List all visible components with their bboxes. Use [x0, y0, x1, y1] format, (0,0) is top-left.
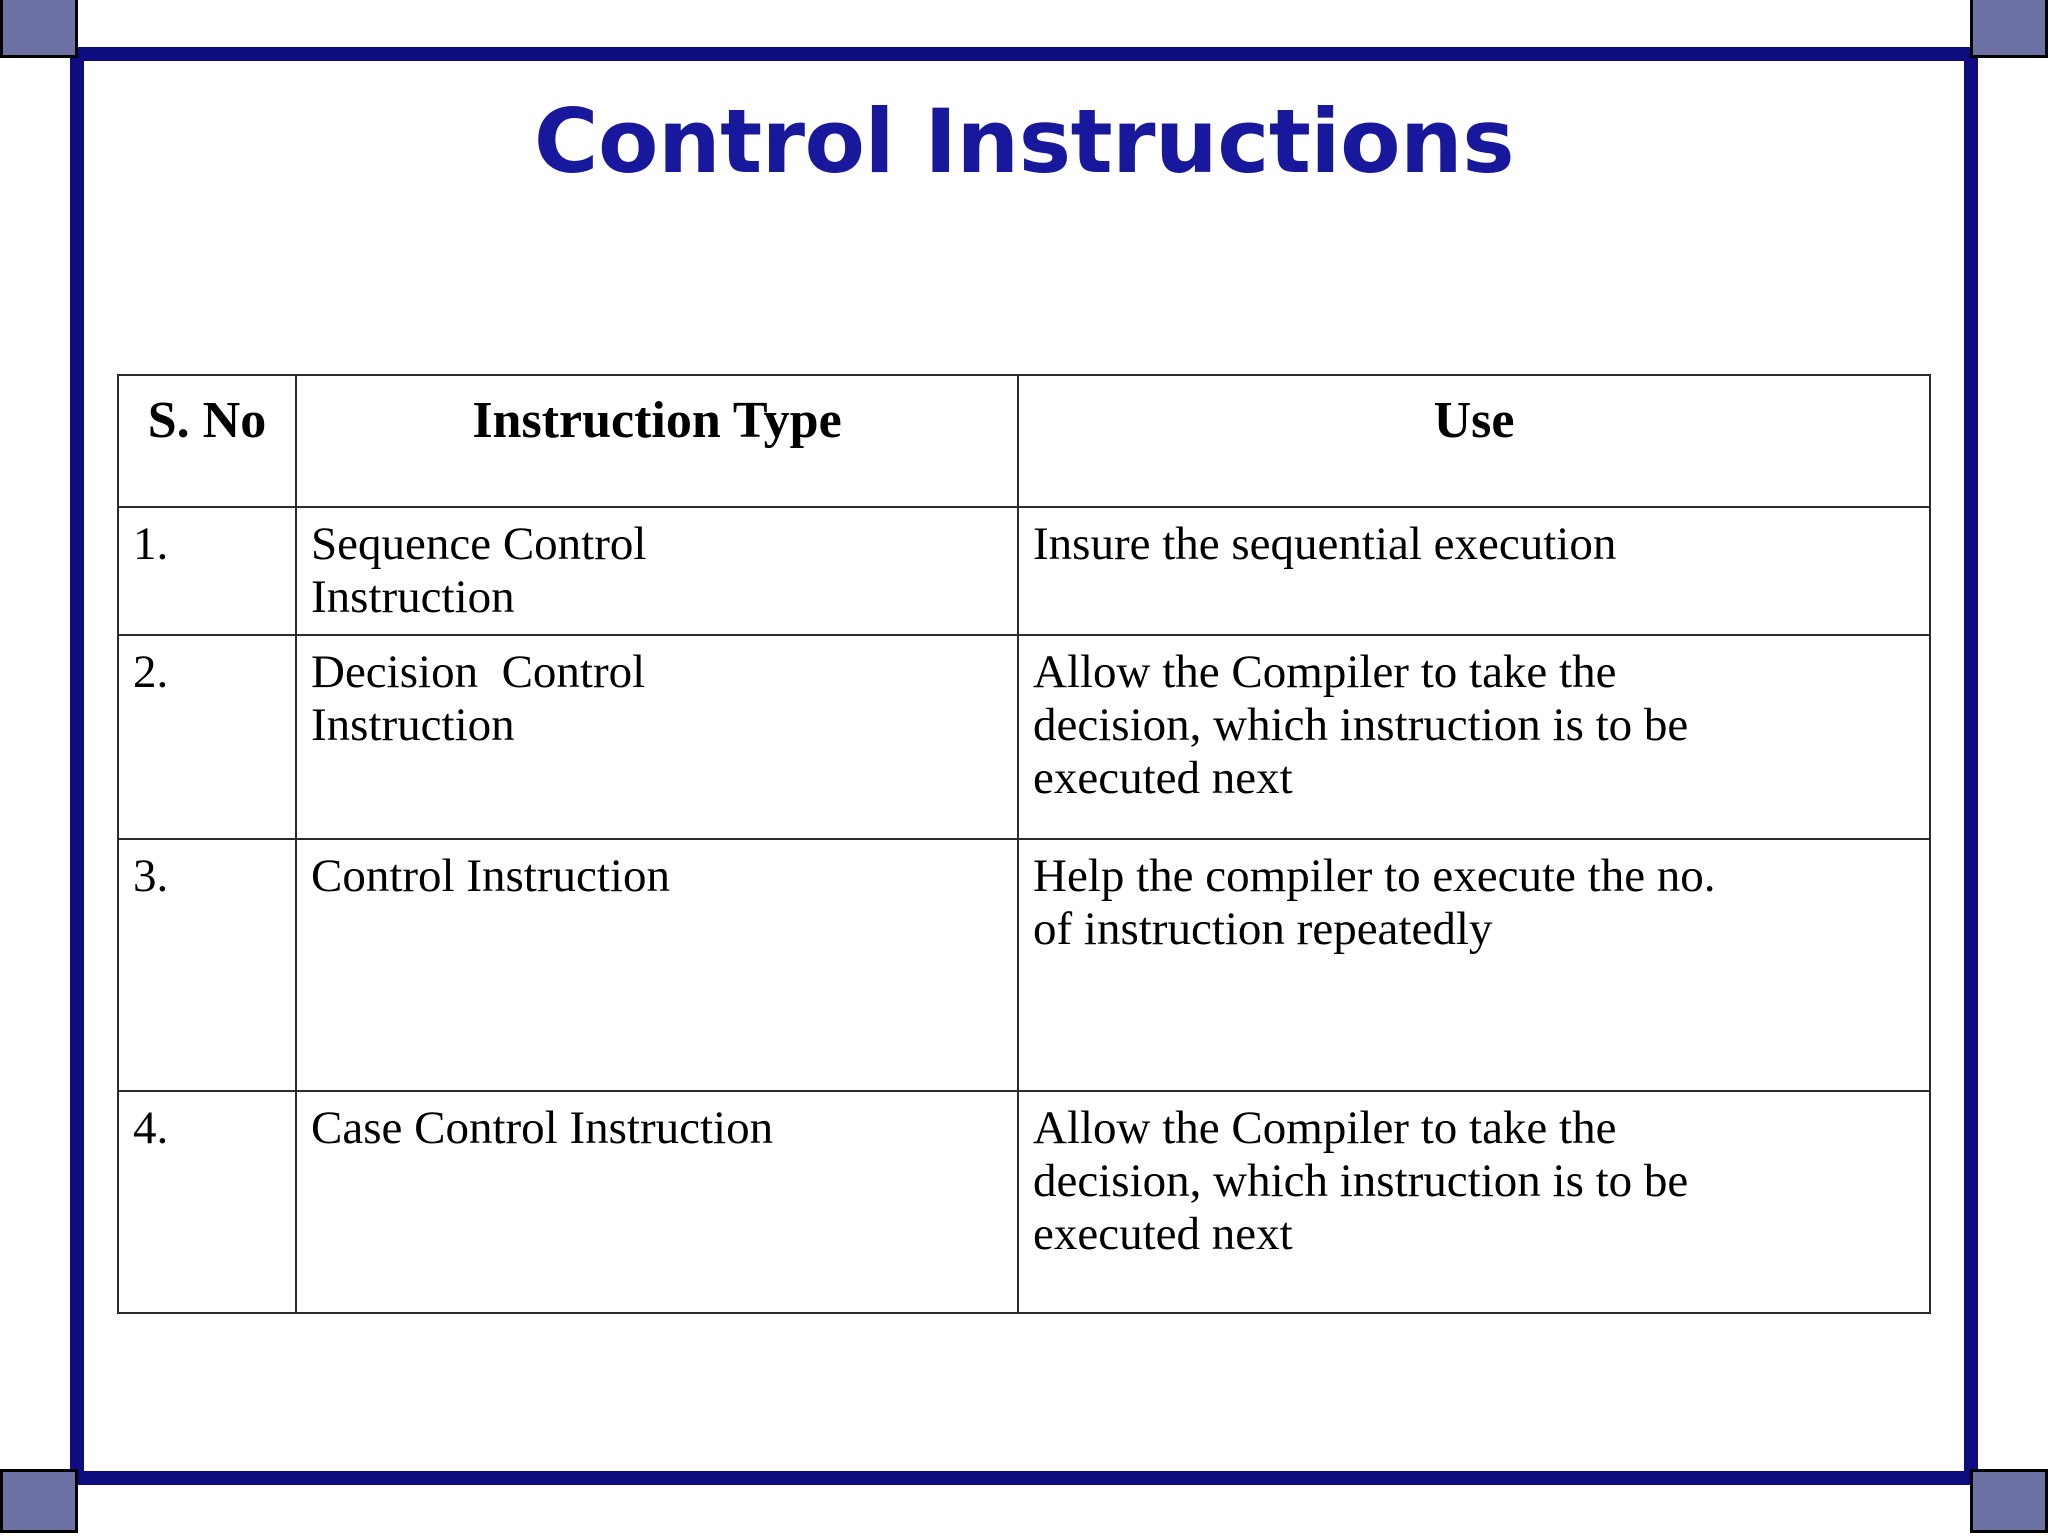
cell-sno: 4.: [117, 1090, 297, 1315]
frame-bar-left: [70, 47, 84, 1485]
column-header-use: Use: [1017, 374, 1931, 508]
control-instructions-table: S. No Instruction Type Use 1. Sequence C…: [117, 374, 1931, 1315]
cell-sno: 1.: [117, 505, 297, 637]
table-header-row: S. No Instruction Type Use: [117, 374, 1931, 508]
table-row: 3. Control Instruction Help the compiler…: [117, 838, 1931, 1093]
cell-use: Help the compiler to execute the no. of …: [1017, 838, 1931, 1093]
table-row: 4. Case Control Instruction Allow the Co…: [117, 1090, 1931, 1315]
corner-square-bottom-left: [0, 1469, 78, 1533]
corner-square-top-left: [0, 0, 78, 58]
frame-bar-bottom: [70, 1471, 1978, 1485]
cell-use: Allow the Compiler to take the decision,…: [1017, 634, 1931, 841]
cell-sno: 3.: [117, 838, 297, 1093]
cell-type: Decision Control Instruction: [295, 634, 1019, 841]
cell-type: Case Control Instruction: [295, 1090, 1019, 1315]
corner-square-top-right: [1970, 0, 2048, 58]
cell-use: Insure the sequential execution: [1017, 505, 1931, 637]
cell-sno: 2.: [117, 634, 297, 841]
table-row: 1. Sequence Control Instruction Insure t…: [117, 505, 1931, 637]
cell-type: Sequence Control Instruction: [295, 505, 1019, 637]
column-header-sno: S. No: [117, 374, 297, 508]
frame-bar-top: [70, 47, 1978, 61]
frame-bar-right: [1964, 47, 1978, 1485]
cell-use: Allow the Compiler to take the decision,…: [1017, 1090, 1931, 1315]
corner-square-bottom-right: [1970, 1469, 2048, 1533]
slide-title: Control Instructions: [533, 90, 1515, 193]
cell-type: Control Instruction: [295, 838, 1019, 1093]
table-row: 2. Decision Control Instruction Allow th…: [117, 634, 1931, 841]
column-header-type: Instruction Type: [295, 374, 1019, 508]
